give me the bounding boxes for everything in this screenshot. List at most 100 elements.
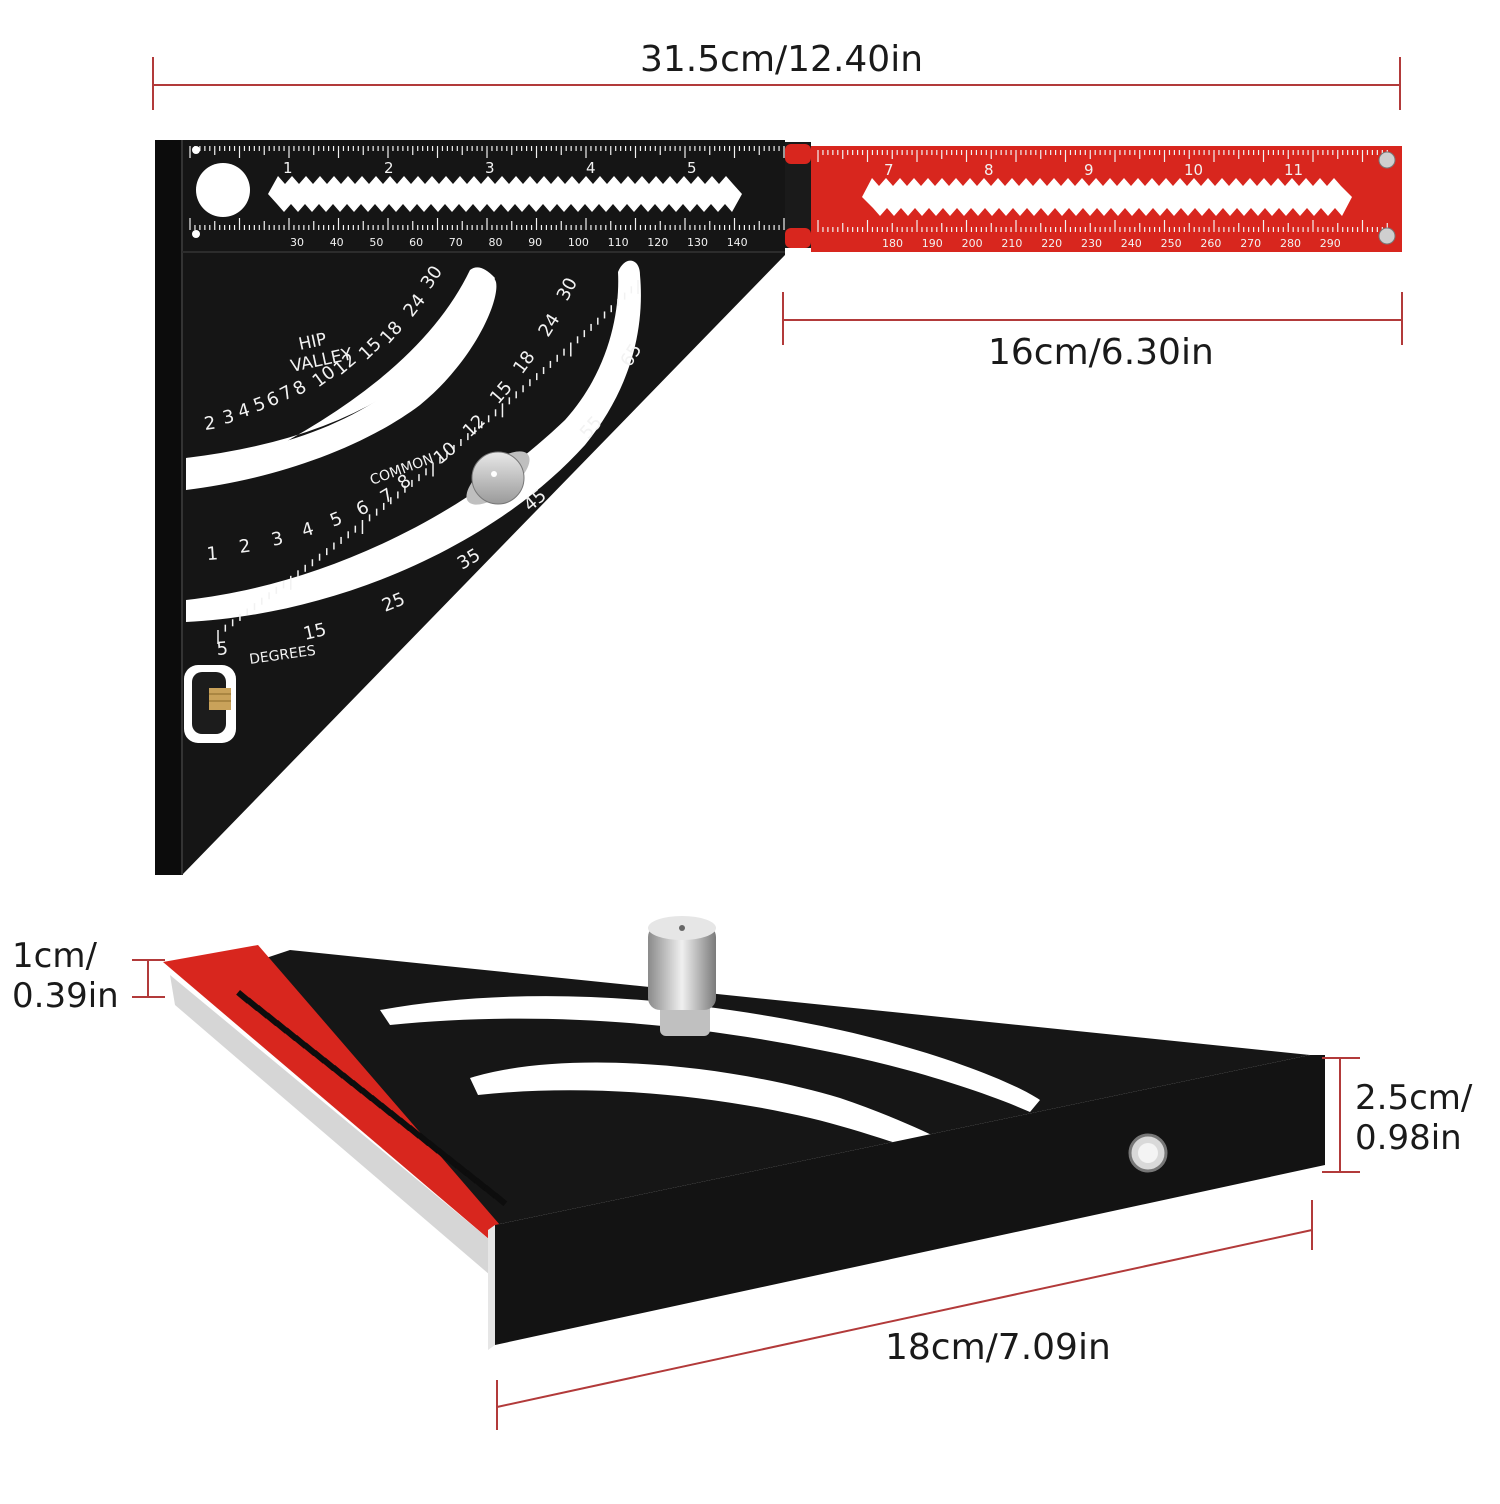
ruler-cm-label: 5 — [687, 159, 697, 177]
extension-mm-label: 260 — [1200, 237, 1221, 250]
fence-height-dimension — [1322, 1057, 1360, 1173]
common-scale-value: 1 — [206, 543, 219, 565]
ruler-mm-label: 40 — [330, 236, 344, 249]
ruler-mm-label: 120 — [647, 236, 668, 249]
tooth — [416, 1132, 432, 1147]
tooth — [397, 1117, 413, 1132]
tooth — [274, 1019, 289, 1034]
tooth — [492, 1192, 508, 1207]
perspective-fence — [495, 1055, 1325, 1345]
tooth — [473, 1177, 489, 1192]
extension-cm-label: 11 — [1284, 161, 1303, 179]
perspective-red-ruler — [163, 945, 500, 1240]
extension-slot — [862, 178, 1352, 216]
tooth — [369, 1095, 384, 1109]
tooth — [264, 1012, 280, 1027]
tooth — [302, 1042, 318, 1057]
extension-cm-label: 10 — [1184, 161, 1203, 179]
tooth — [359, 1087, 375, 1102]
tooth — [350, 1080, 365, 1094]
square-perspective-view — [163, 916, 1325, 1350]
top-ruler-ticks: 1 2 3 4 5 30 40 50 60 70 80 90 100 110 120 130 140 — [189, 146, 785, 249]
fence-height-label-line1: 2.5cm/ — [1355, 1078, 1473, 1118]
tooth — [464, 1170, 479, 1184]
ruler-cm-label: 3 — [485, 159, 495, 177]
tooth — [293, 1035, 308, 1049]
fence-height-label-line2: 0.98in — [1355, 1118, 1462, 1158]
tooth — [312, 1050, 327, 1064]
lock-screw — [209, 688, 231, 710]
degree-scale-value: 15 — [301, 619, 328, 645]
extension-cm-label: 8 — [984, 161, 994, 179]
tooth — [340, 1072, 356, 1087]
base-length-label: 18cm/7.09in — [885, 1327, 1111, 1368]
perspective-teeth — [236, 989, 508, 1207]
thickness-label: 1cm/ 0.39in — [12, 936, 119, 1016]
ruler-cm-label: 2 — [384, 159, 394, 177]
common-slot — [186, 260, 641, 622]
fence-height-label: 2.5cm/ 0.98in — [1355, 1078, 1472, 1158]
ruler-mm-label: 60 — [409, 236, 423, 249]
tooth — [378, 1102, 394, 1117]
ruler-mm-label: 140 — [727, 236, 748, 249]
tooth — [321, 1057, 337, 1072]
tooth — [454, 1162, 470, 1177]
tooth — [331, 1065, 346, 1079]
ruler-mm-label: 90 — [528, 236, 542, 249]
perspective-silver-edge — [170, 975, 490, 1275]
marking-slot — [268, 176, 742, 212]
extension-mm-label: 230 — [1081, 237, 1102, 250]
common-scale-value: 2 — [238, 535, 252, 557]
square-fence — [155, 140, 182, 875]
hip-scale-value: 2 — [203, 413, 217, 435]
hanging-hole — [196, 163, 250, 217]
common-scale-value: 3 — [269, 528, 285, 551]
degree-ticks — [217, 280, 639, 644]
tooth — [426, 1140, 441, 1154]
thickness-dimension — [132, 959, 165, 998]
hip-scale-value: 4 — [236, 399, 253, 422]
wing-nut[interactable] — [458, 442, 538, 514]
ruler-mm-label: 30 — [290, 236, 304, 249]
extension-mm-label: 190 — [922, 237, 943, 250]
extension-length-dimension — [782, 292, 1403, 345]
tooth — [245, 997, 261, 1012]
extension-length-label: 16cm/6.30in — [988, 332, 1214, 373]
base-length-dimension — [496, 1200, 1313, 1430]
perspective-slot-2 — [470, 1062, 960, 1160]
total-length-label: 31.5cm/12.40in — [640, 39, 924, 80]
ruler-mm-label: 130 — [687, 236, 708, 249]
extension-mm-label: 240 — [1121, 237, 1142, 250]
tooth — [407, 1125, 422, 1139]
ruler-mm-label: 70 — [449, 236, 463, 249]
extension-cm-label: 9 — [1084, 161, 1094, 179]
extension-mm-label: 290 — [1320, 237, 1341, 250]
extension-mm-label: 270 — [1240, 237, 1261, 250]
total-length-dimension — [152, 57, 1401, 110]
ruler-mm-label: 50 — [369, 236, 383, 249]
tooth — [236, 989, 251, 1004]
tooth — [283, 1027, 299, 1042]
hip-scale-value: 3 — [221, 406, 237, 429]
thickness-label-line1: 1cm/ — [12, 936, 97, 976]
tooth — [388, 1110, 403, 1124]
ruler-mm-label: 80 — [489, 236, 503, 249]
extension-mm-label: 220 — [1041, 237, 1062, 250]
tooth — [445, 1155, 460, 1169]
ruler-cm-label: 4 — [586, 159, 596, 177]
extension-mm-label: 250 — [1161, 237, 1182, 250]
extension-mm-label: 280 — [1280, 237, 1301, 250]
ruler-mm-label: 100 — [568, 236, 589, 249]
thickness-label-line2: 0.39in — [12, 976, 119, 1016]
extension-mm-label: 210 — [1001, 237, 1022, 250]
degree-scale-value: 5 — [216, 638, 229, 660]
ruler-cm-label: 1 — [283, 159, 293, 177]
ruler-mm-label: 110 — [608, 236, 629, 249]
extension-cm-label: 7 — [884, 161, 894, 179]
tooth — [435, 1147, 451, 1162]
perspective-knob[interactable] — [648, 916, 716, 1036]
